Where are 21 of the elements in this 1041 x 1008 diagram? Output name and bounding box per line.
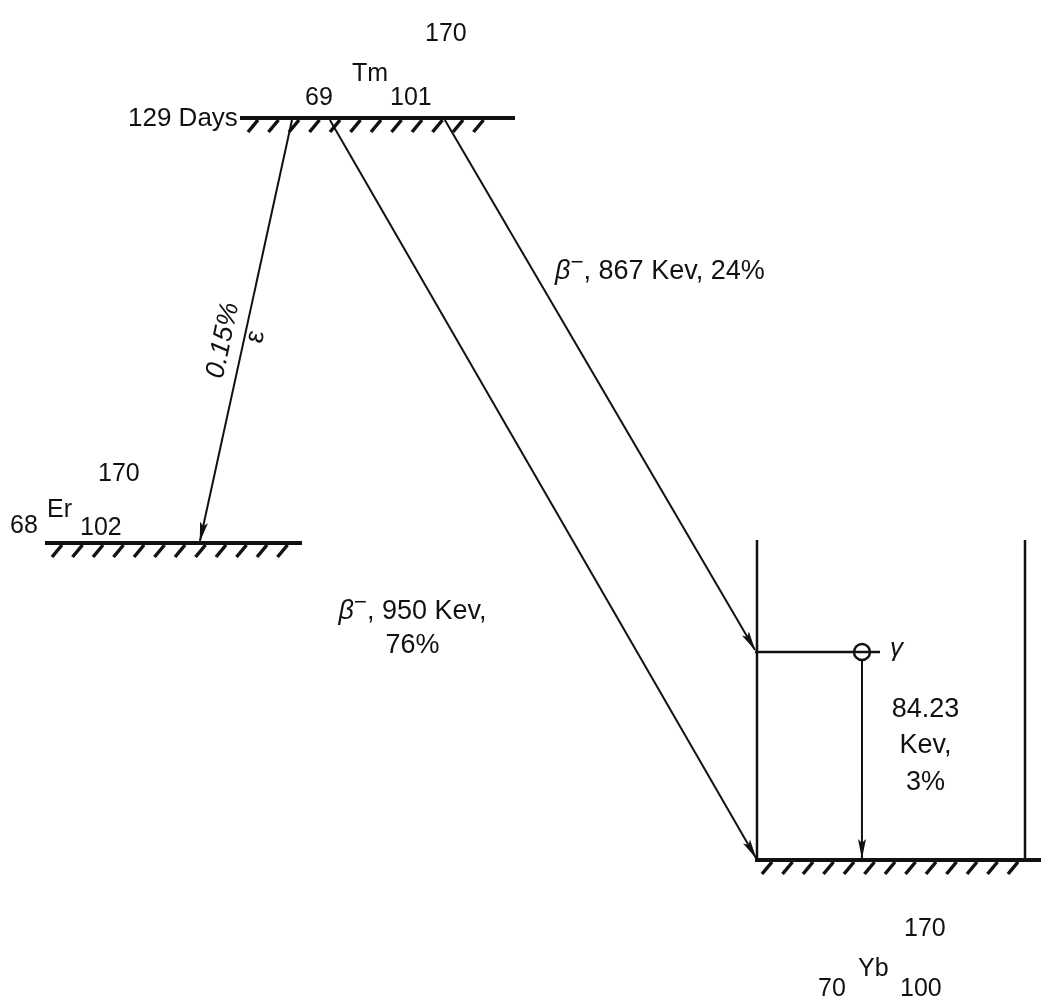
neutron-number: 102 — [80, 514, 122, 539]
neutron-number: 101 — [390, 84, 432, 109]
atomic-number: 68 — [10, 512, 38, 537]
mass-number: 170 — [98, 460, 140, 485]
half-life-label: 129 Days — [128, 104, 238, 130]
decay-arrow — [328, 119, 757, 859]
gamma-symbol: γ — [890, 634, 903, 660]
transition-label: β$^{−}$, 867 Kev, 24% — [555, 248, 766, 287]
atomic-number: 69 — [305, 84, 333, 109]
neutron-number: 100 — [900, 975, 942, 1000]
decay-arrow — [198, 119, 293, 542]
element-symbol: Tm — [352, 60, 389, 85]
element-symbol: Er — [47, 496, 72, 521]
mass-number: 170 — [425, 20, 467, 45]
transition-label: β$^{−}$, 950 Kev, 76% — [337, 588, 488, 661]
transition-label: 84.23 Kev, 3% — [890, 692, 961, 798]
atomic-number: 70 — [818, 975, 846, 1000]
mass-number: 170 — [904, 915, 946, 940]
element-symbol: Yb — [858, 955, 889, 980]
decay-arrow — [443, 119, 756, 651]
decay-arrow — [857, 659, 866, 859]
